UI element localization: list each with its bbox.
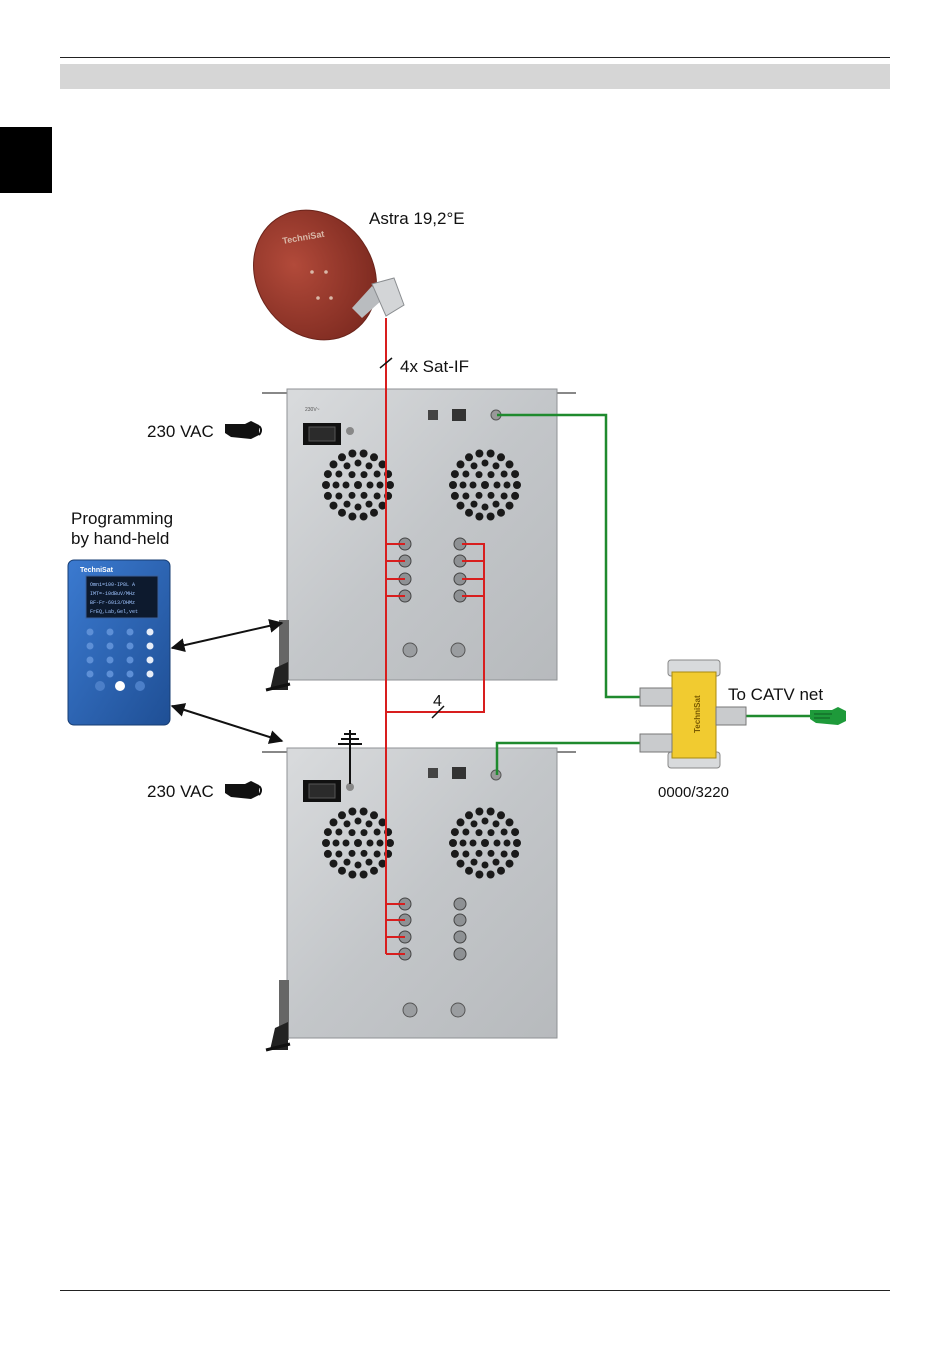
handheld-screen-line: Omni=100-IP8L A — [90, 582, 135, 588]
handheld-screen-line: IMT=-10dBuV/MHz — [90, 591, 135, 597]
keypad-key — [107, 657, 114, 664]
keypad-key — [127, 657, 134, 664]
coax-port — [454, 931, 466, 943]
coax-port — [454, 898, 466, 910]
keypad-key — [147, 657, 154, 664]
power-label-top: 230 VAC — [147, 422, 214, 441]
keypad-key — [107, 671, 114, 678]
programming-arrows — [172, 623, 282, 741]
handheld-screen-line: BF-Fr-6013/DHMz — [90, 600, 135, 606]
cable-count-label: 4 — [433, 693, 442, 710]
keypad-key — [127, 671, 134, 678]
keypad-key — [127, 629, 134, 636]
keypad-key — [127, 643, 134, 650]
satellite-label: Astra 19,2°E — [369, 209, 465, 228]
splitter-device: TechniSat — [640, 660, 746, 768]
handheld-brand: TechniSat — [80, 567, 114, 574]
handheld-programmer: TechniSat Omni=100-IP8L A IMT=-10dBuV/MH… — [68, 560, 170, 725]
multiswitch-unit-bottom — [262, 748, 576, 1050]
keypad-key — [87, 671, 94, 678]
svg-text:230V~: 230V~ — [305, 407, 320, 413]
keypad-nav-key — [135, 681, 145, 691]
power-label-bottom: 230 VAC — [147, 782, 214, 801]
hand-pointer-icon — [225, 781, 261, 799]
handheld-screen-line: FrEQ,Lab,Gel,vet — [90, 609, 138, 615]
keypad-key — [147, 671, 154, 678]
splitter-brand: TechniSat — [693, 695, 702, 733]
keypad-nav-key — [95, 681, 105, 691]
programming-label-line2: by hand-held — [71, 529, 169, 548]
keypad-key — [147, 629, 154, 636]
keypad-key — [87, 629, 94, 636]
programming-label: Programming — [71, 509, 173, 528]
footer-rule — [60, 1290, 890, 1291]
keypad-key — [87, 643, 94, 650]
keypad-key — [147, 643, 154, 650]
multiswitch-unit-top: 230V~ — [262, 389, 576, 690]
coax-port — [454, 914, 466, 926]
keypad-nav-key — [115, 681, 125, 691]
splitter-part-label: 0000/3220 — [658, 784, 729, 801]
keypad-key — [87, 657, 94, 664]
hand-pointer-icon — [225, 421, 261, 439]
coax-port — [454, 948, 466, 960]
hand-pointer-icon — [810, 707, 846, 725]
catv-label: To CATV net — [728, 685, 823, 704]
keypad-key — [107, 643, 114, 650]
sat-if-label: 4x Sat-IF — [400, 357, 469, 376]
keypad-key — [107, 629, 114, 636]
